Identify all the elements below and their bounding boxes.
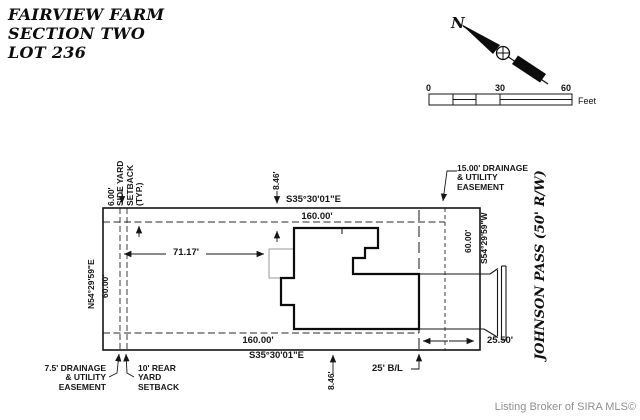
easement-right-leader: [440, 170, 457, 202]
north-arrow: [461, 24, 549, 85]
offset-bottom-label: 8.46': [326, 371, 336, 390]
length-top-label: 160.00': [301, 211, 333, 222]
side-yard-setback-label: 6.00' SIDE YARD SETBACK (TYP.): [106, 160, 145, 206]
dimension-lines: [108, 170, 475, 378]
bearing-top-label: S35°30'01"E: [286, 194, 341, 205]
title-block: FAIRVIEW FARM SECTION TWO LOT 236: [8, 5, 164, 62]
north-label: N: [451, 14, 465, 32]
title-line-1: FAIRVIEW FARM: [8, 5, 165, 24]
bearing-east-label: S54°29'59"W: [479, 212, 489, 264]
north-arrow-tail: [512, 55, 546, 83]
building-line-leader: [411, 353, 423, 370]
house-offset-label: 71.17': [172, 247, 200, 258]
length-bottom-label: 160.00': [242, 335, 274, 346]
lot-boundary: [102, 207, 481, 351]
scale-tick-0: 0: [426, 83, 432, 93]
bearing-west-label: N54°29'59"E: [86, 259, 96, 309]
north-arrow-head: [461, 24, 500, 54]
length-east-label: 60.00': [463, 229, 473, 253]
street-label: JOHNSON PASS (50' R/W): [533, 170, 548, 360]
driveway: [419, 265, 507, 341]
offset-top-label: 8.46': [271, 171, 281, 190]
scale-tick-60: 60: [560, 83, 571, 93]
length-west-label: 60.00': [100, 274, 110, 298]
building-line-label: 25' B/L: [372, 363, 403, 374]
porch-outline: [268, 248, 295, 279]
easement-right-label: 15.00' DRAINAGE & UTILITY EASEMENT: [457, 163, 528, 192]
bearing-bottom-label: S35°30'01"E: [249, 350, 304, 361]
road-offset-label: 25.50': [487, 335, 514, 346]
listing-credit: Listing Broker of SIRA MLS©: [494, 401, 636, 413]
title-line-2: SECTION TWO: [8, 24, 146, 43]
easement-left-label: 7.5' DRAINAGE & UTILITY EASEMENT: [44, 363, 106, 392]
scale-bar: [428, 93, 573, 106]
scale-unit: Feet: [578, 96, 597, 106]
title-line-3: LOT 236: [8, 43, 87, 62]
house-footprint: [279, 226, 421, 331]
rear-setback-label: 10' REAR YARD SETBACK: [138, 363, 180, 392]
scale-tick-30: 30: [494, 83, 505, 93]
rear-setback-leader: [123, 353, 135, 378]
easement-left-leader: [108, 353, 122, 378]
